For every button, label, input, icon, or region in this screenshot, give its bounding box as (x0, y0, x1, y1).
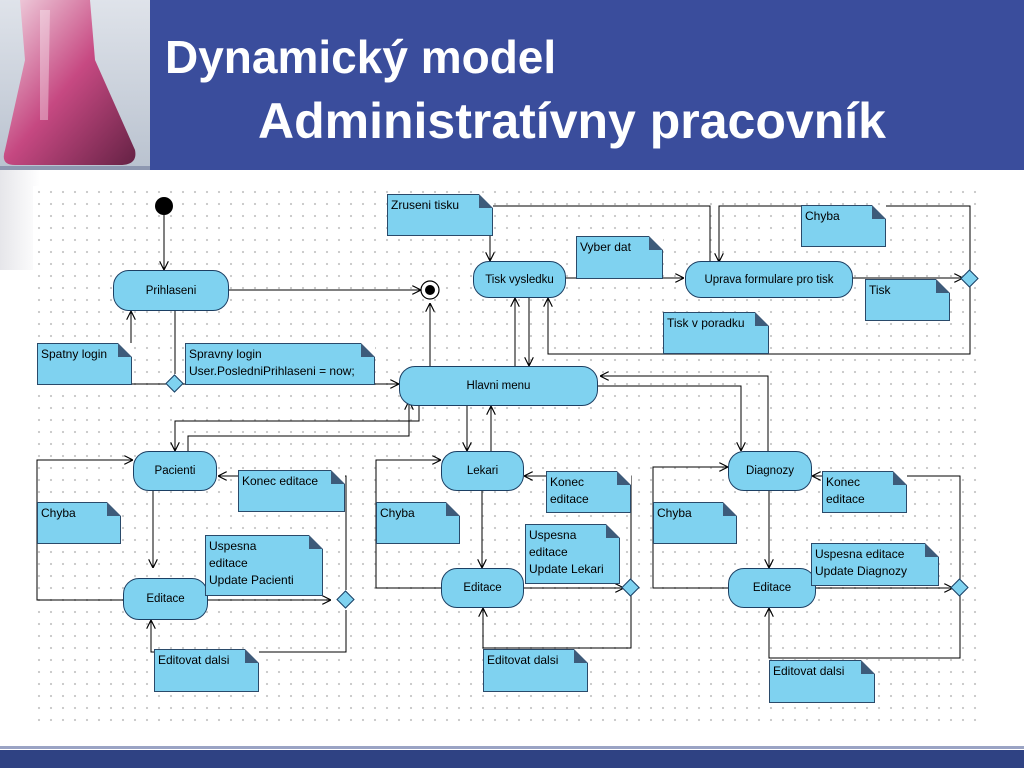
state-pacienti[interactable]: Pacienti (133, 451, 217, 491)
footer-divider (0, 746, 1024, 749)
state-diagnozy[interactable]: Diagnozy (728, 451, 812, 491)
note-tisk-v-poradku: Tisk v poradku (663, 312, 769, 354)
state-lekari[interactable]: Lekari (441, 451, 524, 491)
initial-node-icon (155, 197, 173, 215)
note-vyber-dat: Vyber dat (576, 236, 663, 279)
note-konec-editace-pacienti: Konec editace (238, 470, 345, 512)
note-editovat-dalsi-lekari: Editovat dalsi (483, 649, 588, 692)
note-editovat-dalsi-diagnozy: Editovat dalsi (769, 660, 875, 703)
state-hlavni-menu[interactable]: Hlavni menu (399, 366, 598, 406)
state-editace-lekari[interactable]: Editace (441, 568, 524, 608)
note-chyba-diagnozy: Chyba (653, 502, 737, 544)
note-tisk: Tisk (865, 279, 950, 321)
activity-diagram: Prihlaseni Tisk vysledku Uprava formular… (33, 186, 985, 730)
note-chyba-pacienti: Chyba (37, 502, 121, 544)
note-editovat-dalsi-pacienti: Editovat dalsi (154, 649, 259, 692)
state-editace-pacienti[interactable]: Editace (123, 578, 208, 620)
note-spatny-login: Spatny login (37, 343, 132, 385)
slide-header: Dynamický model Administratívny pracovní… (0, 0, 1024, 170)
state-prihlaseni[interactable]: Prihlaseni (113, 270, 229, 311)
note-chyba-lekari: Chyba (376, 502, 460, 544)
note-chyba-top: Chyba (801, 205, 886, 247)
state-editace-diagnozy[interactable]: Editace (728, 568, 816, 608)
slide-title: Dynamický model (165, 31, 557, 83)
state-tisk-vysledku[interactable]: Tisk vysledku (473, 261, 566, 298)
slide-subtitle: Administratívny pracovník (258, 93, 886, 149)
slide-footer (0, 750, 1024, 768)
note-zruseni-tisku: Zruseni tisku (387, 194, 493, 236)
flask-image (0, 0, 150, 170)
state-uprava-formulare[interactable]: Uprava formulare pro tisk (685, 261, 853, 298)
